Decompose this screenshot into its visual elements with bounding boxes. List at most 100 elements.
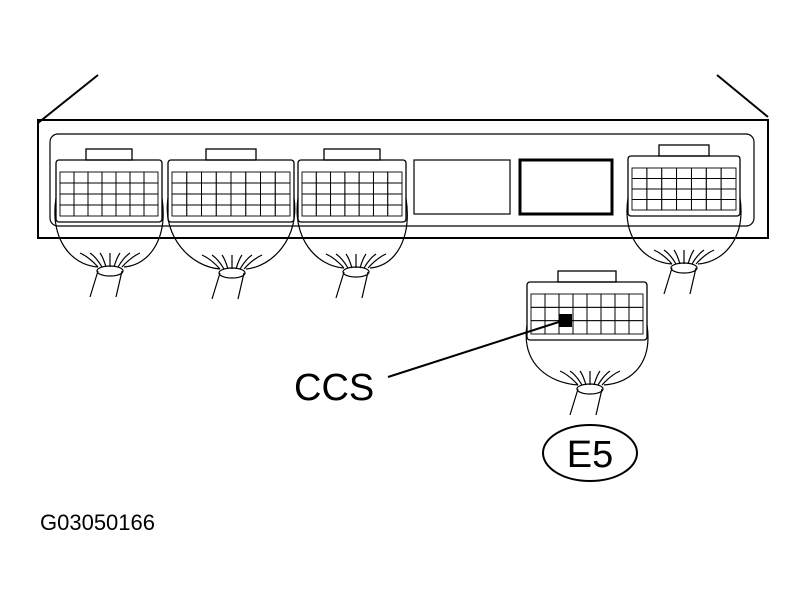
pin-cavity (705, 178, 722, 190)
harness-outline-right (245, 197, 296, 270)
wire-strand (653, 249, 673, 265)
pin-cavity (171, 171, 188, 184)
wire-strand (597, 370, 611, 386)
wire-strand (89, 252, 103, 268)
pin-cavity (358, 193, 374, 206)
blank-window-bold (518, 158, 614, 216)
pin-cavity (129, 182, 145, 195)
wire-strand (695, 249, 715, 265)
pin-cavity (676, 199, 692, 211)
wire-strand (99, 252, 107, 268)
pin-cavity (186, 193, 202, 206)
pin-cavity (705, 167, 722, 179)
pin-cavity (358, 171, 374, 184)
wire-strand (221, 254, 229, 270)
pin-cavity (245, 171, 261, 184)
wire-strand (335, 253, 349, 269)
pin-cavity (330, 171, 346, 184)
wire-bundle (569, 388, 603, 416)
header-connector-2 (167, 148, 295, 223)
connector-shell (55, 159, 163, 223)
pin-cavity (330, 204, 346, 217)
pin-cavity (720, 167, 737, 179)
pin-cavity (215, 193, 232, 206)
figure-code: G03050166 (40, 510, 155, 535)
harness-e5 (525, 324, 649, 416)
pin-cavity (87, 204, 103, 217)
wire-strand (601, 370, 621, 386)
harness-outline-left (525, 324, 579, 386)
harness-2 (166, 197, 296, 300)
pin-cavity (676, 167, 692, 179)
harness-outline-left (626, 197, 673, 265)
pin-cavity (544, 293, 560, 308)
pin-cavity (600, 293, 616, 308)
connector-lock-tab (85, 148, 133, 161)
pin-cavity (274, 182, 291, 195)
wire-strand (121, 252, 141, 268)
header-connectors (55, 144, 741, 223)
pin-cavity (101, 204, 117, 217)
pin-cavity (628, 293, 644, 308)
wire-strand (243, 254, 263, 270)
e5-connector (525, 270, 649, 416)
pin-cavity (558, 293, 574, 308)
pin-cavity (143, 182, 159, 195)
wire-bundle-end (670, 262, 698, 274)
pin-cavity (260, 193, 276, 206)
harness-outline-left (296, 197, 345, 269)
pin-cavity (315, 193, 332, 206)
pin-cavity (260, 204, 276, 217)
pin-cavity (330, 182, 346, 195)
pin-cavity (344, 171, 360, 184)
pin-cavity (230, 204, 247, 217)
pin-cavity (372, 204, 389, 217)
pin-cavity (186, 204, 202, 217)
wire-bundle-end (218, 267, 246, 279)
wire-bundle-end (96, 265, 124, 277)
pin-cavity (274, 204, 291, 217)
pin-cavity (260, 171, 276, 184)
pin-cavity (387, 182, 403, 195)
pin-cavity (358, 204, 374, 217)
pin-cavity (600, 320, 616, 335)
pin-cavity (586, 293, 602, 308)
pin-cavity (129, 193, 145, 206)
pin-cavity (143, 171, 159, 184)
pin-cavity (274, 171, 291, 184)
pin-cavity (301, 182, 317, 195)
pin-cavity (600, 306, 616, 322)
e5-label-oval (542, 424, 638, 482)
pin-cavity (260, 182, 276, 195)
pin-cavity (586, 320, 602, 335)
pin-cavity (720, 199, 737, 211)
pin-cavity (628, 306, 644, 322)
pin-cavity (143, 204, 159, 217)
pin-cavity (586, 306, 602, 322)
pin-cavity (171, 182, 188, 195)
wire-strand (593, 370, 601, 386)
pin-cavity (372, 182, 389, 195)
ccs-label: CCS (294, 367, 374, 409)
pin-cavity (372, 193, 389, 206)
pin-cavity (101, 171, 117, 184)
harness-4 (626, 197, 742, 295)
pin-cavity (705, 188, 722, 200)
connector-lock-tab (658, 144, 710, 157)
pin-cavity (646, 167, 663, 179)
pin-cavity (372, 171, 389, 184)
pin-cavity (215, 171, 232, 184)
leader-line (387, 319, 566, 378)
pin-cavity (690, 178, 707, 190)
wire-strand (359, 253, 367, 269)
pin-cavity (230, 171, 247, 184)
pin-cavity (73, 182, 89, 195)
wire-strand (559, 370, 579, 386)
pin-cavity (572, 320, 588, 335)
harness-outline-right (369, 197, 408, 269)
pin-cavity (143, 193, 159, 206)
pin-cavity (676, 178, 692, 190)
pin-cavity (661, 188, 678, 200)
pin-cavity (628, 320, 644, 335)
pin-cavity (315, 182, 332, 195)
